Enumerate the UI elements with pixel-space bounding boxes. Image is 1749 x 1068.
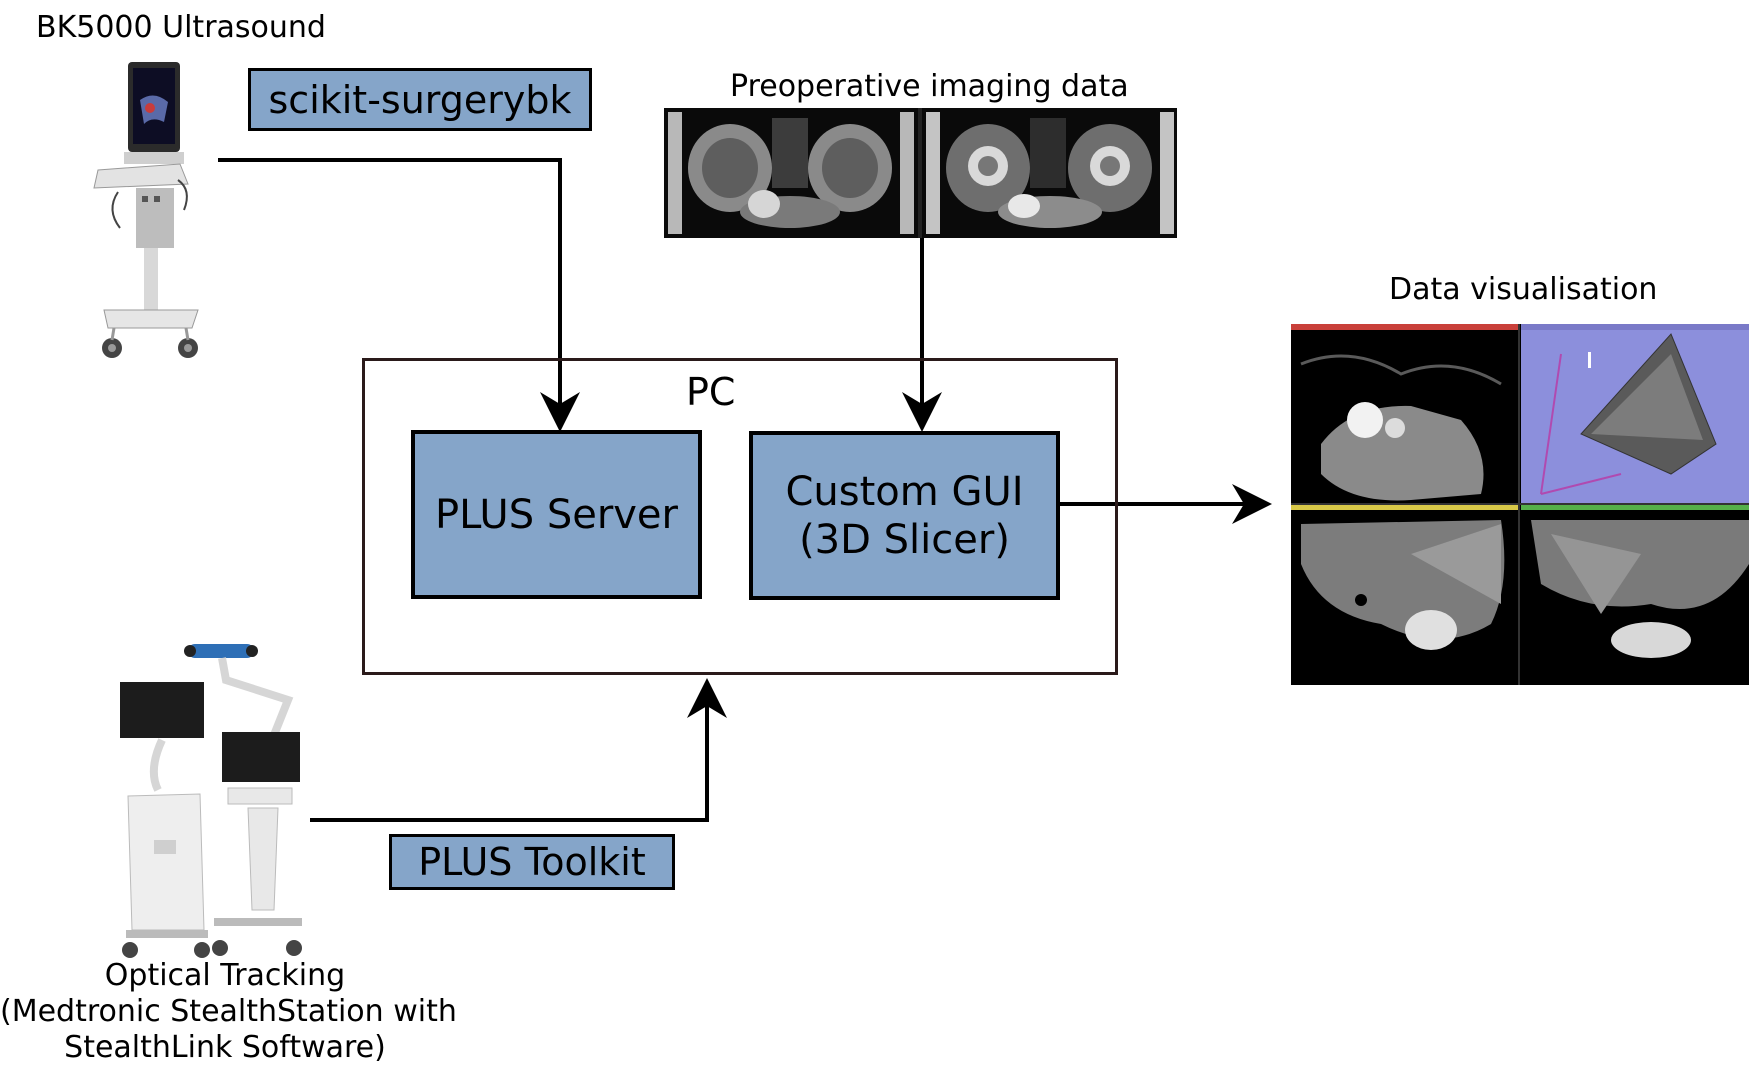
ultrasound-to-plus-server-arrow [218,158,580,432]
custom-gui-box: Custom GUI (3D Slicer) [749,431,1060,600]
tracking-caption-line3: StealthLink Software) [64,1030,386,1065]
tracking-caption: Optical Tracking (Medtronic StealthStati… [0,958,457,1066]
mri-image-icon [664,108,1177,238]
scikit-surgerybk-label: scikit-surgerybk [248,68,592,131]
plus-toolkit-label: PLUS Toolkit [389,834,675,890]
ultrasound-machine-icon [93,62,199,358]
plus-server-label: PLUS Server [435,491,678,538]
preop-caption: Preoperative imaging data [730,69,1129,104]
pc-title: PC [686,370,736,414]
pc-container [362,358,1118,675]
ultrasound-caption: BK5000 Ultrasound [36,10,326,45]
tracking-caption-line2: (Medtronic StealthStation with [0,994,457,1029]
plus-server-box: PLUS Server [411,430,702,599]
custom-gui-label-line2: (3D Slicer) [799,516,1010,563]
tracking-system-icon [118,640,308,966]
tracking-to-pc-arrow [310,678,727,822]
custom-gui-label-line1: Custom GUI [785,468,1024,515]
slicer-views-icon [1291,324,1749,685]
visualisation-caption: Data visualisation [1389,272,1658,307]
tracking-caption-line1: Optical Tracking [104,958,346,993]
